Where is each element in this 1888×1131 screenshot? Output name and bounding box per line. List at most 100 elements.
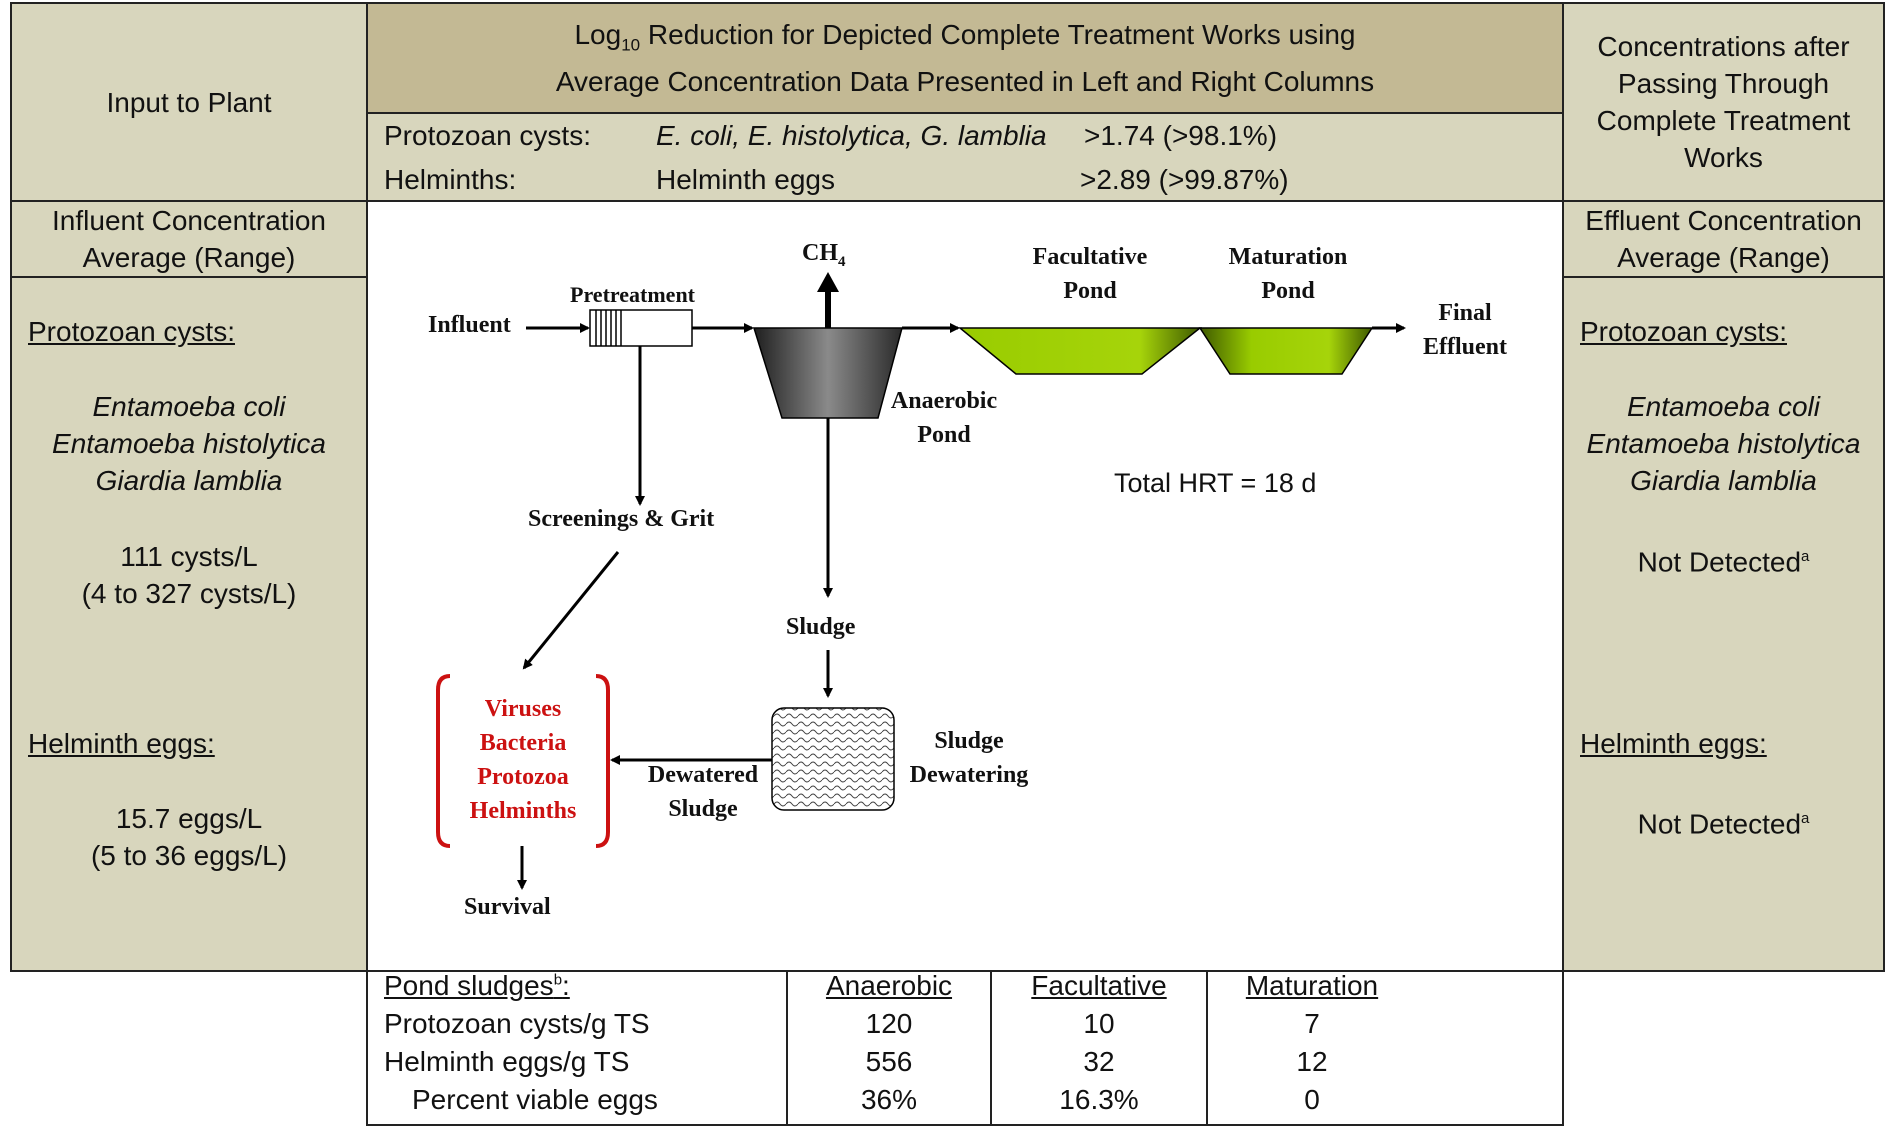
center-title-line2: Average Concentration Data Presented in … xyxy=(555,66,1375,98)
reduction-row-1-organisms: E. coli, E. histolytica, G. lamblia xyxy=(656,120,1047,151)
row-protozoan-maturation: 7 xyxy=(1304,1008,1320,1039)
ch4-label: CH4 xyxy=(802,240,846,271)
effluent-helminth-heading: Helminth eggs: xyxy=(1580,728,1767,759)
influent-protozoa-value: 111 cysts/L xyxy=(120,541,258,572)
facultative-pond-shape xyxy=(957,327,1203,375)
effluent-helminth-value-wrap: Not Detecteda xyxy=(1564,800,1883,842)
maturation-pond-label: Maturation Pond xyxy=(1208,240,1368,308)
maturation-line2: Pond xyxy=(1261,278,1315,304)
dewatered-line2: Sludge xyxy=(668,796,738,822)
influent-protozoa-range: (4 to 327 cysts/L) xyxy=(81,578,297,609)
effluent-panel: Protozoan cysts: Entamoeba coli Entamoeb… xyxy=(1562,276,1885,972)
anaerobic-line2: Pond xyxy=(917,422,971,448)
pathogen-protozoa: Protozoa xyxy=(477,764,569,790)
process-diagram-svg xyxy=(436,272,1406,890)
influent-protozoa-heading: Protozoan cysts: xyxy=(28,316,235,347)
right-top-header-line1: Concentrations after xyxy=(1597,31,1850,62)
effluent-protozoa-heading: Protozoan cysts: xyxy=(1580,316,1787,347)
pond-sludges-table: Pond sludgesb: Anaerobic Facultative Mat… xyxy=(366,970,1564,1126)
row-viable-label: Percent viable eggs xyxy=(412,1084,658,1115)
influent-conc-header-line1: Influent Concentration xyxy=(52,205,326,236)
effluent-organism-2: Entamoeba histolytica xyxy=(1586,428,1861,459)
table-divider-1 xyxy=(786,970,788,1126)
footnote-a-1: a xyxy=(1801,548,1810,565)
influent-organism-1: Entamoeba coli xyxy=(92,391,286,422)
influent-helminth-range: (5 to 36 eggs/L) xyxy=(90,840,288,871)
col-header-facultative: Facultative xyxy=(1031,970,1167,1001)
col-header-anaerobic: Anaerobic xyxy=(825,970,953,1001)
right-top-header-line3: Complete Treatment xyxy=(1596,105,1851,136)
pond-sludges-heading: Pond sludgesb: xyxy=(384,970,570,1002)
screenings-label: Screenings & Grit xyxy=(528,506,715,532)
effluent-protozoa-value-wrap: Not Detecteda xyxy=(1564,538,1883,580)
ch4-base: CH xyxy=(802,240,838,266)
footnote-a-2: a xyxy=(1801,810,1810,827)
col-header-maturation: Maturation xyxy=(1245,970,1379,1001)
row-helminth-maturation: 12 xyxy=(1296,1046,1328,1077)
pathogens-list: Viruses Bacteria Protozoa Helminths xyxy=(440,692,606,828)
row-helminth-anaerobic: 556 xyxy=(865,1046,913,1077)
reduction-row-2-value: >2.89 (>99.87%) xyxy=(1080,164,1289,195)
survival-label: Survival xyxy=(464,894,551,920)
effluent-organism-1: Entamoeba coli xyxy=(1626,391,1820,422)
title-line1-rest: Reduction for Depicted Complete Treatmen… xyxy=(640,18,1356,50)
effluent-conc-header-line1: Effluent Concentration xyxy=(1585,205,1862,236)
maturation-pond-shape xyxy=(1198,327,1374,375)
effluent-organism-3: Giardia lamblia xyxy=(1630,465,1817,496)
pond-sludges-colon: : xyxy=(562,970,570,1001)
anaerobic-pond-label: Anaerobic Pond xyxy=(874,384,1014,452)
row-helminth-facultative: 32 xyxy=(1083,1046,1115,1077)
row-viable-maturation: 0 xyxy=(1304,1084,1320,1115)
pathogen-bacteria: Bacteria xyxy=(479,730,567,756)
screenings-to-pathogens-arrow xyxy=(522,551,620,670)
influent-panel: Protozoan cysts: Entamoeba coli Entamoeb… xyxy=(10,276,368,972)
final-effluent-label: Final Effluent xyxy=(1400,296,1530,364)
reduction-row-2-organisms: Helminth eggs xyxy=(656,164,835,195)
facultative-pond-label: Facultative Pond xyxy=(1000,240,1180,308)
influent-conc-header: Influent Concentration Average (Range) xyxy=(10,200,368,278)
sludge-label: Sludge xyxy=(786,614,856,640)
ch4-subscript: 4 xyxy=(838,253,846,270)
facultative-line2: Pond xyxy=(1063,278,1117,304)
footnote-b: b xyxy=(553,971,563,989)
effluent-helminth-value: Not Detected xyxy=(1637,808,1802,840)
right-top-header-line2: Passing Through xyxy=(1617,68,1830,99)
pretreatment-unit xyxy=(589,309,693,347)
influent-label: Influent xyxy=(428,312,511,338)
left-top-header-text: Input to Plant xyxy=(106,86,272,118)
pathogen-helminths: Helminths xyxy=(469,798,577,824)
title-log-subscript: 10 xyxy=(621,35,641,55)
center-title-line1: Log10 Reduction for Depicted Complete Tr… xyxy=(574,16,1355,64)
final-line1: Final xyxy=(1438,300,1492,326)
final-line2: Effluent xyxy=(1423,334,1507,360)
center-title-box: Log10 Reduction for Depicted Complete Tr… xyxy=(366,2,1564,114)
pretreatment-label: Pretreatment xyxy=(570,282,696,307)
hrt-label: Total HRT = 18 d xyxy=(1114,468,1317,498)
facultative-line1: Facultative xyxy=(1032,244,1148,270)
right-top-header-line4: Works xyxy=(1684,142,1763,173)
influent-helminth-heading: Helminth eggs: xyxy=(28,728,215,759)
row-helminth-label: Helminth eggs/g TS xyxy=(384,1046,630,1077)
dewatered-sludge-label: Dewatered Sludge xyxy=(628,758,778,826)
row-protozoan-facultative: 10 xyxy=(1083,1008,1115,1039)
influent-organism-3: Giardia lamblia xyxy=(95,465,283,496)
row-viable-facultative: 16.3% xyxy=(1059,1084,1139,1115)
process-diagram: Influent Pretreatment CH4 Facultative Po… xyxy=(366,200,1564,972)
pathogen-viruses: Viruses xyxy=(484,696,562,722)
reduction-row-2-label: Helminths: xyxy=(384,164,517,195)
sludge-dewatering-line1: Sludge xyxy=(934,728,1004,754)
anaerobic-pond-shape xyxy=(752,327,903,419)
left-top-header: Input to Plant xyxy=(10,2,368,202)
log-reduction-box: Protozoan cysts: E. coli, E. histolytica… xyxy=(366,112,1564,202)
pathogens-left-bracket xyxy=(436,674,451,848)
pathogens-right-bracket xyxy=(595,674,610,848)
sludge-dewatering-label: Sludge Dewatering xyxy=(894,724,1044,792)
row-viable-anaerobic: 36% xyxy=(860,1084,918,1115)
influent-organism-2: Entamoeba histolytica xyxy=(52,428,326,459)
table-divider-3 xyxy=(1206,970,1208,1126)
influent-conc-header-line2: Average (Range) xyxy=(82,242,296,273)
influent-helminth-value: 15.7 eggs/L xyxy=(115,803,263,834)
sludge-dewatering-unit xyxy=(771,707,895,811)
sludge-dewatering-line2: Dewatering xyxy=(909,762,1029,788)
effluent-conc-header-line2: Average (Range) xyxy=(1617,242,1830,273)
